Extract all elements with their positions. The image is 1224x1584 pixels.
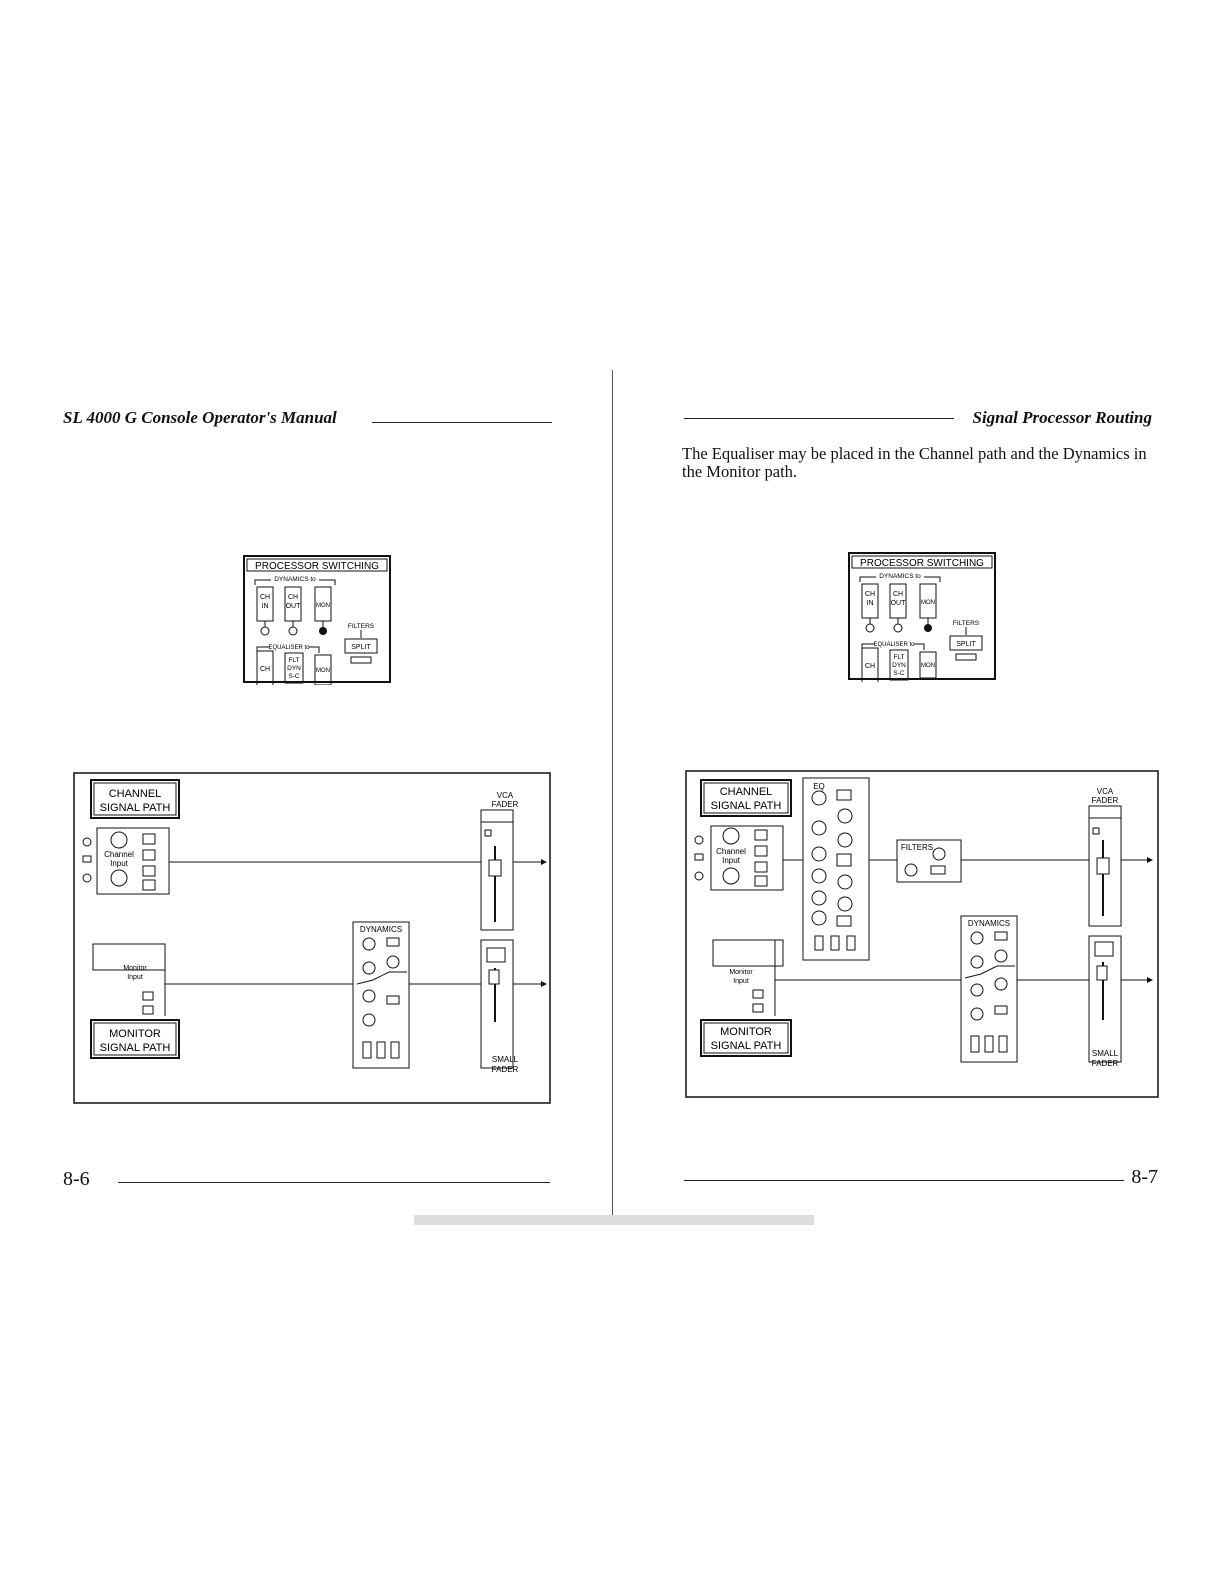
svg-text:Channel: Channel: [104, 850, 134, 859]
right-page: Signal Processor Routing The Equaliser m…: [612, 0, 1224, 1584]
left-split-label: SPLIT: [351, 644, 371, 651]
svg-text:DYNAMICS: DYNAMICS: [968, 919, 1010, 928]
svg-text:DYNAMICS: DYNAMICS: [360, 925, 402, 934]
svg-text:IN: IN: [867, 600, 874, 607]
right-switching-title: PROCESSOR SWITCHING: [860, 558, 984, 569]
svg-text:SIGNAL PATH: SIGNAL PATH: [100, 802, 171, 814]
left-header-title: SL 4000 G Console Operator's Manual: [63, 408, 337, 427]
svg-text:DYN: DYN: [892, 662, 906, 669]
svg-text:FADER: FADER: [1092, 1059, 1119, 1068]
svg-text:MON: MON: [921, 600, 935, 606]
svg-text:S-C: S-C: [288, 673, 300, 680]
svg-text:CHANNEL: CHANNEL: [720, 786, 773, 798]
left-dynamics-to-label: DYNAMICS to: [274, 576, 316, 583]
right-page-number: 8-7: [1131, 1166, 1158, 1188]
page-divider: [612, 370, 613, 1220]
svg-text:CH: CH: [260, 666, 270, 673]
left-signal-diagram: CHANNEL SIGNAL PATH Channel Input VCAFAD…: [73, 772, 551, 1104]
svg-text:FLT: FLT: [893, 654, 904, 661]
right-filters-label: FILTERS: [953, 620, 980, 627]
svg-text:SIGNAL PATH: SIGNAL PATH: [711, 1040, 782, 1052]
svg-text:FLT: FLT: [288, 657, 299, 664]
svg-text:OUT: OUT: [891, 600, 907, 607]
right-equaliser-to-label: EQUALISER to: [873, 642, 915, 648]
left-filters-label: FILTERS: [348, 623, 375, 630]
svg-text:FADER: FADER: [1092, 796, 1119, 805]
svg-text:S-C: S-C: [893, 670, 905, 677]
left-switching-title: PROCESSOR SWITCHING: [255, 561, 379, 572]
left-page-number: 8-6: [63, 1168, 90, 1190]
svg-text:CH: CH: [893, 591, 903, 598]
svg-text:VCA: VCA: [497, 791, 514, 800]
svg-text:MON: MON: [316, 668, 330, 674]
svg-text:MONITOR: MONITOR: [720, 1026, 772, 1038]
right-switching-panel: PROCESSOR SWITCHING DYNAMICS to CH IN CH O…: [848, 552, 996, 682]
svg-text:Monitor: Monitor: [123, 965, 147, 972]
right-footer-rule: [684, 1180, 1124, 1181]
svg-text:FILTERS: FILTERS: [901, 843, 933, 852]
svg-text:EQ: EQ: [813, 782, 825, 791]
right-intro-text: The Equaliser may be placed in the Chann…: [682, 444, 1147, 481]
svg-text:IN: IN: [262, 603, 269, 610]
svg-text:SIGNAL PATH: SIGNAL PATH: [711, 800, 782, 812]
svg-text:Channel: Channel: [716, 847, 746, 856]
svg-text:MONITOR: MONITOR: [109, 1028, 161, 1040]
right-header-rule: [684, 418, 954, 419]
svg-text:VCA: VCA: [1097, 787, 1114, 796]
svg-text:CH: CH: [865, 663, 875, 670]
svg-text:SMALL: SMALL: [492, 1055, 519, 1064]
svg-text:Input: Input: [722, 856, 741, 865]
svg-text:Input: Input: [127, 974, 143, 981]
svg-text:Input: Input: [110, 859, 129, 868]
right-split-label: SPLIT: [956, 641, 976, 648]
svg-text:CHANNEL: CHANNEL: [109, 788, 162, 800]
right-dynamics-to-label: DYNAMICS to: [879, 573, 921, 580]
svg-text:Monitor: Monitor: [729, 969, 753, 976]
svg-text:Input: Input: [733, 978, 749, 985]
left-equaliser-to-label: EQUALISER to: [268, 645, 310, 651]
svg-text:SMALL: SMALL: [1092, 1049, 1119, 1058]
left-footer-rule: [118, 1182, 550, 1183]
right-header-title: Signal Processor Routing: [972, 408, 1153, 427]
svg-text:OUT: OUT: [286, 603, 302, 610]
svg-text:FADER: FADER: [492, 1065, 519, 1074]
svg-text:MON: MON: [316, 603, 330, 609]
left-switching-panel: PROCESSOR SWITCHING DYNAMICS to CH IN CH O…: [243, 555, 391, 685]
svg-text:DYN: DYN: [287, 665, 301, 672]
left-header-rule: [372, 422, 552, 423]
svg-text:CH: CH: [260, 594, 270, 601]
svg-text:MON: MON: [921, 663, 935, 669]
svg-text:SIGNAL PATH: SIGNAL PATH: [100, 1042, 171, 1054]
svg-text:CH: CH: [288, 594, 298, 601]
left-page: SL 4000 G Console Operator's Manual PROC…: [63, 408, 552, 1190]
svg-text:FADER: FADER: [492, 800, 519, 809]
svg-text:CH: CH: [865, 591, 875, 598]
binding-shadow: [414, 1215, 814, 1225]
right-signal-diagram: CHANNEL SIGNAL PATH Channel Input EQ FIL…: [685, 770, 1159, 1098]
